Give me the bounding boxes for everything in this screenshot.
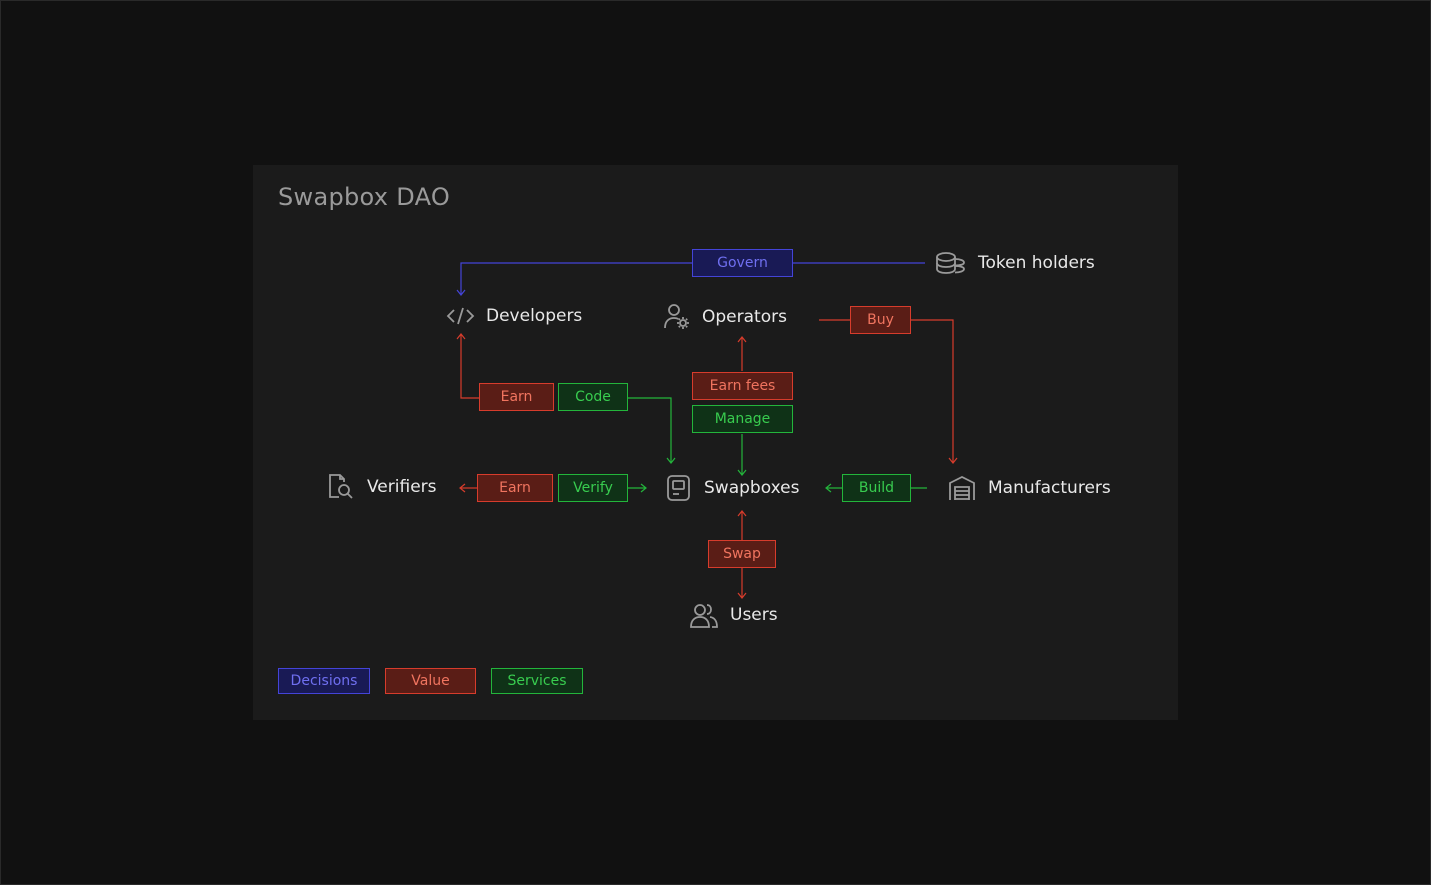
edge-label-build: Build [842, 474, 911, 502]
node-label-swapboxes: Swapboxes [704, 478, 800, 498]
diagram-panel: Swapbox DAO [253, 165, 1178, 720]
manage-arrowhead [737, 469, 747, 476]
node-token-holders: Token holders [935, 250, 1095, 276]
edge-label-verify: Verify [558, 474, 628, 502]
node-manufacturers: Manufacturers [947, 474, 1111, 502]
node-label-developers: Developers [486, 306, 583, 326]
swap-arrowhead-up [737, 510, 747, 517]
node-label-manufacturers: Manufacturers [988, 478, 1111, 498]
code-icon [446, 307, 475, 325]
govern-arrowhead [456, 289, 466, 296]
edge-label-code: Code [558, 383, 628, 411]
earn-verifiers-arrowhead [459, 483, 466, 493]
legend-decisions: Decisions [278, 668, 370, 694]
node-verifiers: Verifiers [327, 472, 437, 501]
edge-label-buy: Buy [850, 306, 911, 334]
verify-arrowhead [640, 483, 647, 493]
buy-arrowhead [948, 457, 958, 464]
node-developers: Developers [446, 305, 582, 327]
node-label-users: Users [730, 605, 778, 625]
document-search-icon [329, 474, 353, 499]
code-connector [628, 397, 672, 462]
build-arrowhead [825, 483, 832, 493]
connector-lines [456, 262, 958, 599]
code-arrowhead [666, 457, 676, 464]
earn-fees-arrowhead [737, 336, 747, 343]
edge-label-manage: Manage [692, 405, 793, 433]
warehouse-icon [949, 475, 975, 500]
legend-value: Value [385, 668, 476, 694]
earn-developers-arrowhead [456, 333, 466, 340]
edge-label-earn-developers: Earn [479, 383, 554, 411]
coins-icon [936, 252, 965, 274]
edge-label-earn-fees: Earn fees [692, 372, 793, 400]
earn-developers-connector [460, 335, 479, 399]
buy-connector [819, 319, 954, 462]
legend-services: Services [491, 668, 583, 694]
node-label-token-holders: Token holders [978, 253, 1095, 273]
node-label-operators: Operators [702, 307, 787, 327]
user-gear-icon [664, 304, 689, 329]
node-swapboxes: Swapboxes [664, 473, 799, 503]
edge-label-earn-verifiers: Earn [477, 474, 553, 502]
edge-label-swap: Swap [708, 540, 776, 568]
edge-label-govern: Govern [692, 249, 793, 277]
node-operators: Operators [663, 303, 787, 331]
diagram-title: Swapbox DAO [278, 183, 451, 211]
atm-machine-icon [667, 475, 690, 501]
swap-arrowhead-down [737, 592, 747, 599]
node-label-verifiers: Verifiers [367, 476, 437, 497]
govern-connector [460, 262, 925, 294]
users-icon [690, 604, 718, 628]
node-users: Users [689, 601, 778, 629]
